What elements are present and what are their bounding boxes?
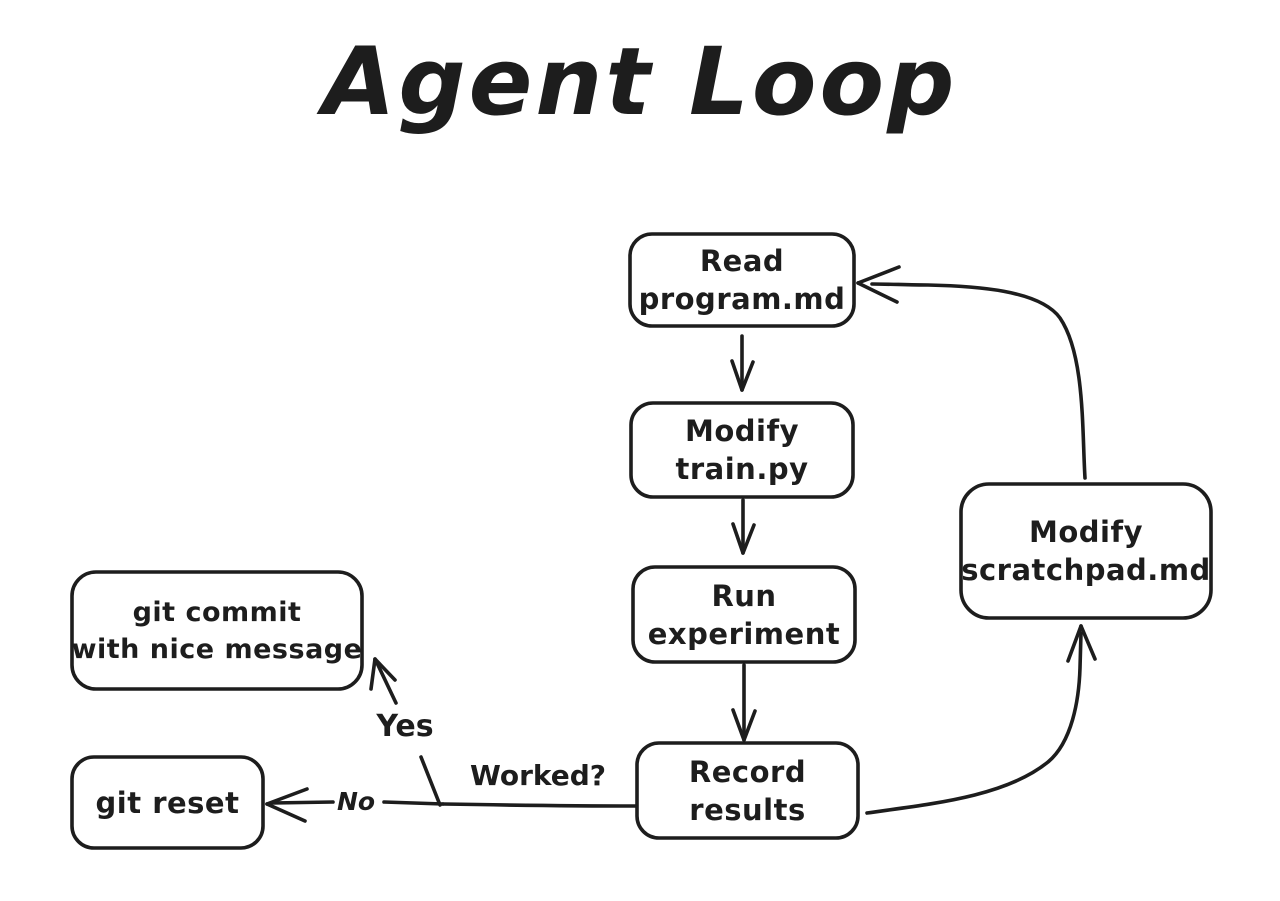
node-label-read-program: Read program.md	[630, 234, 854, 326]
arrow-read-to-modify-train	[730, 334, 755, 392]
node-label-modify-scratchpad: Modify scratchpad.md	[961, 484, 1211, 618]
node-box-modify-train	[629, 401, 855, 499]
edge-label-worked: Worked?	[469, 758, 607, 792]
edge-worked-yes-branch-diagonal	[419, 755, 442, 807]
arrow-run-to-record	[731, 663, 757, 742]
node-label-line: Record	[688, 754, 807, 789]
node-label-line: program.md	[638, 282, 846, 316]
node-box-git-commit	[70, 570, 364, 691]
node-label-line: experiment	[647, 616, 841, 651]
node-label-git-commit: git commit with nice message	[72, 572, 362, 689]
node-label-modify-train: Modify train.py	[631, 403, 853, 497]
node-box-read-program	[628, 232, 856, 328]
arrow-modify-scratchpad-to-read-program	[856, 265, 1087, 480]
node-label-run-experiment: Run experiment	[633, 567, 855, 662]
arrow-no-to-git-reset	[265, 787, 335, 823]
node-label-line: train.py	[675, 452, 809, 486]
diagram-title: Agent Loop	[322, 28, 958, 137]
node-label-record-results: Record results	[637, 743, 858, 838]
node-label-line: scratchpad.md	[961, 553, 1211, 587]
node-label-line: with nice message	[71, 633, 363, 665]
node-label-line: Modify	[1028, 515, 1143, 549]
edge-label-yes: Yes	[376, 708, 434, 744]
node-box-run-experiment	[631, 565, 857, 664]
edge-label-no: No	[336, 786, 376, 816]
node-box-record-results	[635, 741, 860, 840]
arrow-yes-to-git-commit	[369, 657, 398, 705]
arrow-record-to-modify-scratchpad	[865, 624, 1097, 815]
node-label-line: results	[689, 792, 806, 827]
node-label-line: Run	[711, 578, 777, 613]
node-label-line: Modify	[684, 414, 799, 448]
arrow-modify-train-to-run	[731, 498, 756, 555]
node-label-git-reset: git reset	[72, 757, 263, 848]
node-box-modify-scratchpad	[959, 482, 1213, 620]
node-label-line: Read	[699, 244, 785, 278]
node-label-line: git reset	[95, 785, 240, 820]
edge-record-to-worked-junction	[382, 800, 638, 808]
node-box-git-reset	[70, 755, 265, 850]
node-label-line: git commit	[132, 596, 302, 628]
